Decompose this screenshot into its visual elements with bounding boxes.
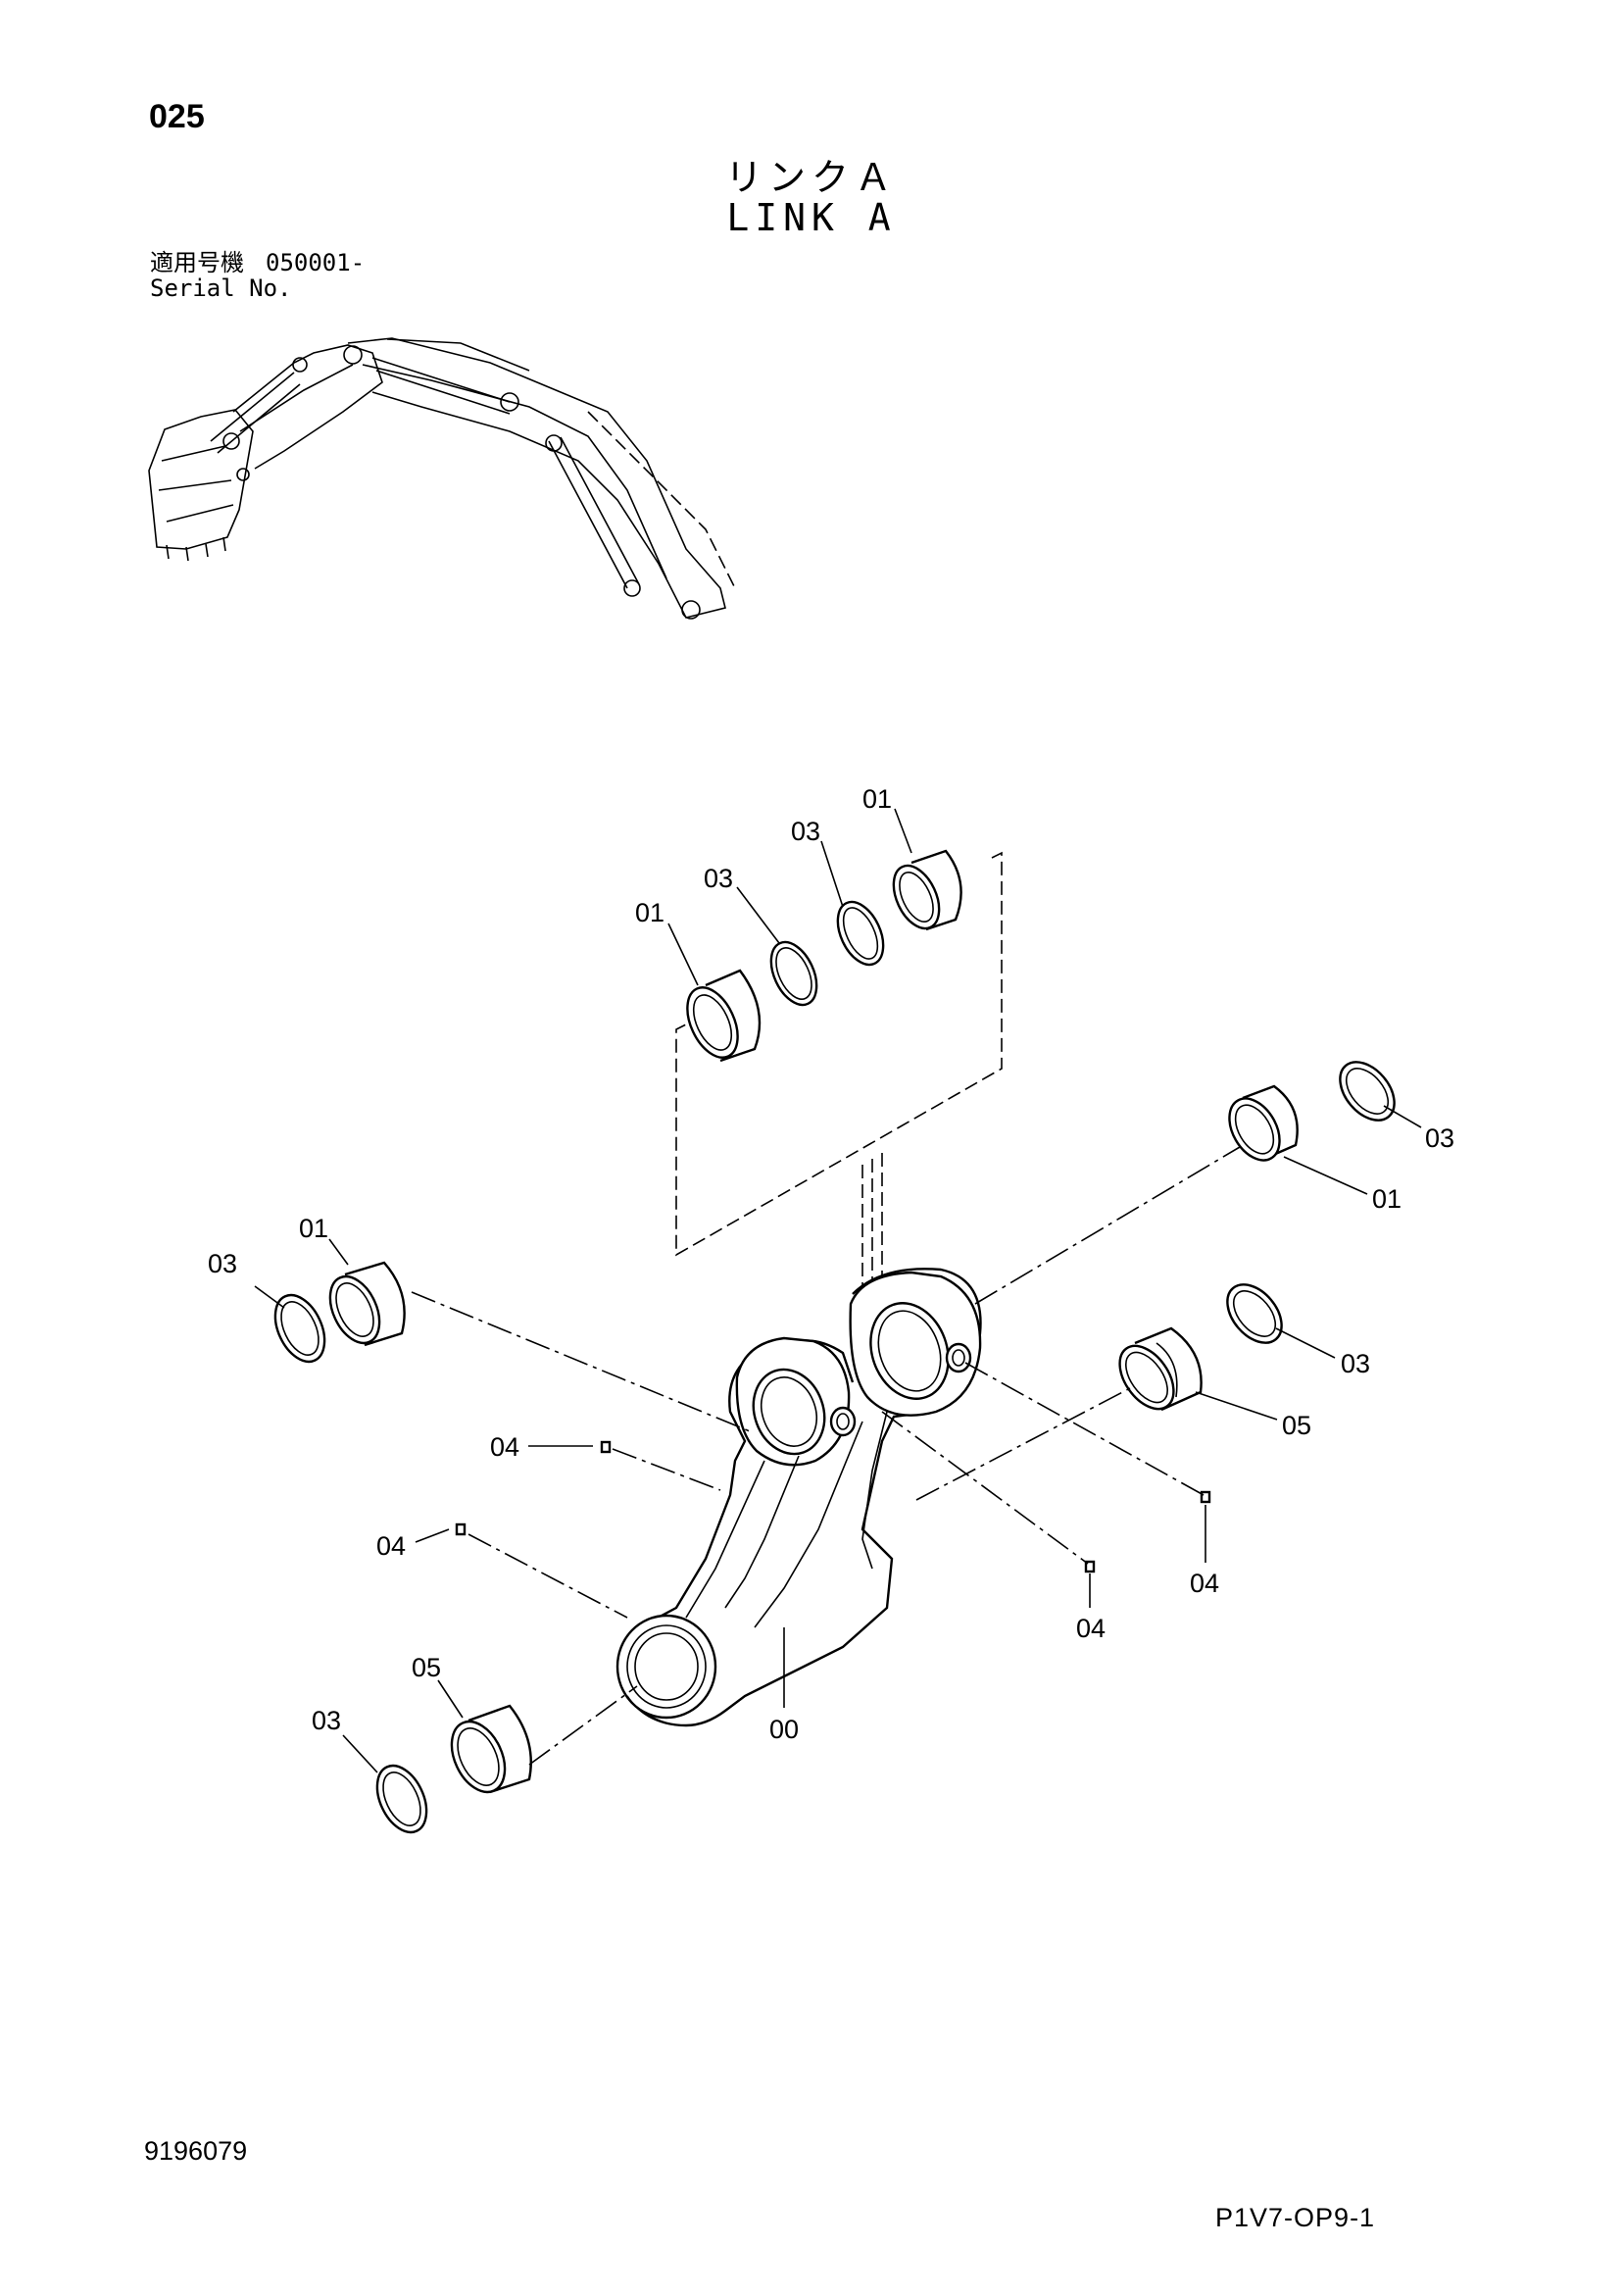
- callout-03-right-upper: 03: [1425, 1123, 1454, 1153]
- document-code: 9196079: [144, 2136, 248, 2166]
- plate-code: P1V7-OP9-1: [1215, 2203, 1376, 2232]
- callout-01-top-right: 01: [862, 784, 892, 814]
- callout-01-top-left: 01: [635, 898, 664, 927]
- callout-03-left-upper: 03: [208, 1249, 237, 1278]
- grease-nipple-04-left: [455, 1522, 467, 1536]
- ring-03-right-lower: [1226, 1283, 1283, 1344]
- callout-01-left: 01: [299, 1214, 328, 1243]
- ring-03-top-left: [769, 940, 818, 1007]
- callout-01-right: 01: [1372, 1184, 1402, 1214]
- grease-nipple-04-center: [1084, 1560, 1096, 1573]
- bushing-01-top-right: [892, 849, 962, 931]
- serial-value: 050001-: [266, 249, 366, 276]
- callout-05-right: 05: [1282, 1411, 1311, 1440]
- ring-03-left-lower: [375, 1764, 428, 1834]
- serial-label-japanese: 適用号機: [150, 249, 244, 276]
- bushing-01-top-left: [686, 969, 762, 1063]
- page-number: 025: [149, 98, 205, 135]
- left-parts-group: [273, 1261, 612, 1834]
- bushing-05-right: [1118, 1326, 1203, 1412]
- callout-03-left-lower: 03: [312, 1706, 341, 1735]
- ring-03-top-right: [836, 900, 885, 967]
- leader-lines: [254, 808, 1422, 1773]
- callout-04-center: 04: [1076, 1614, 1106, 1643]
- top-parts-group: [675, 849, 1003, 1304]
- callout-labels: 01 03 03 01 03 01 03 05 03 01 04 04 04 0…: [208, 784, 1454, 1744]
- ring-03-left-upper: [273, 1293, 326, 1364]
- ring-03-right-upper: [1339, 1061, 1396, 1122]
- bushing-01-right: [1228, 1084, 1299, 1162]
- bushing-01-left: [328, 1261, 406, 1347]
- serial-block: 適用号機 050001- Serial No.: [150, 250, 365, 301]
- grease-nipple-04-right: [1200, 1490, 1211, 1504]
- callout-03-right-lower: 03: [1341, 1349, 1370, 1378]
- callout-03-top-right: 03: [791, 817, 820, 846]
- title-japanese: リンクＡ: [724, 156, 898, 199]
- callout-05-left: 05: [412, 1653, 441, 1682]
- callout-03-top-left: 03: [704, 864, 733, 893]
- assembly-centerlines: [411, 1146, 1241, 1766]
- callout-00-body: 00: [769, 1715, 799, 1744]
- front-attachment-sketch: [148, 337, 736, 620]
- right-parts-group: [1084, 1061, 1396, 1573]
- serial-row: 適用号機 050001-: [150, 250, 365, 275]
- serial-label-english: Serial No.: [150, 275, 292, 302]
- link-body-00: [615, 1268, 982, 1727]
- bushing-05-left: [450, 1704, 532, 1794]
- title-english: LINK A: [726, 196, 897, 239]
- callout-04-mid: 04: [490, 1432, 519, 1462]
- callout-04-left: 04: [376, 1531, 406, 1561]
- grease-nipple-04-mid: [600, 1440, 612, 1454]
- callout-04-right: 04: [1190, 1569, 1219, 1598]
